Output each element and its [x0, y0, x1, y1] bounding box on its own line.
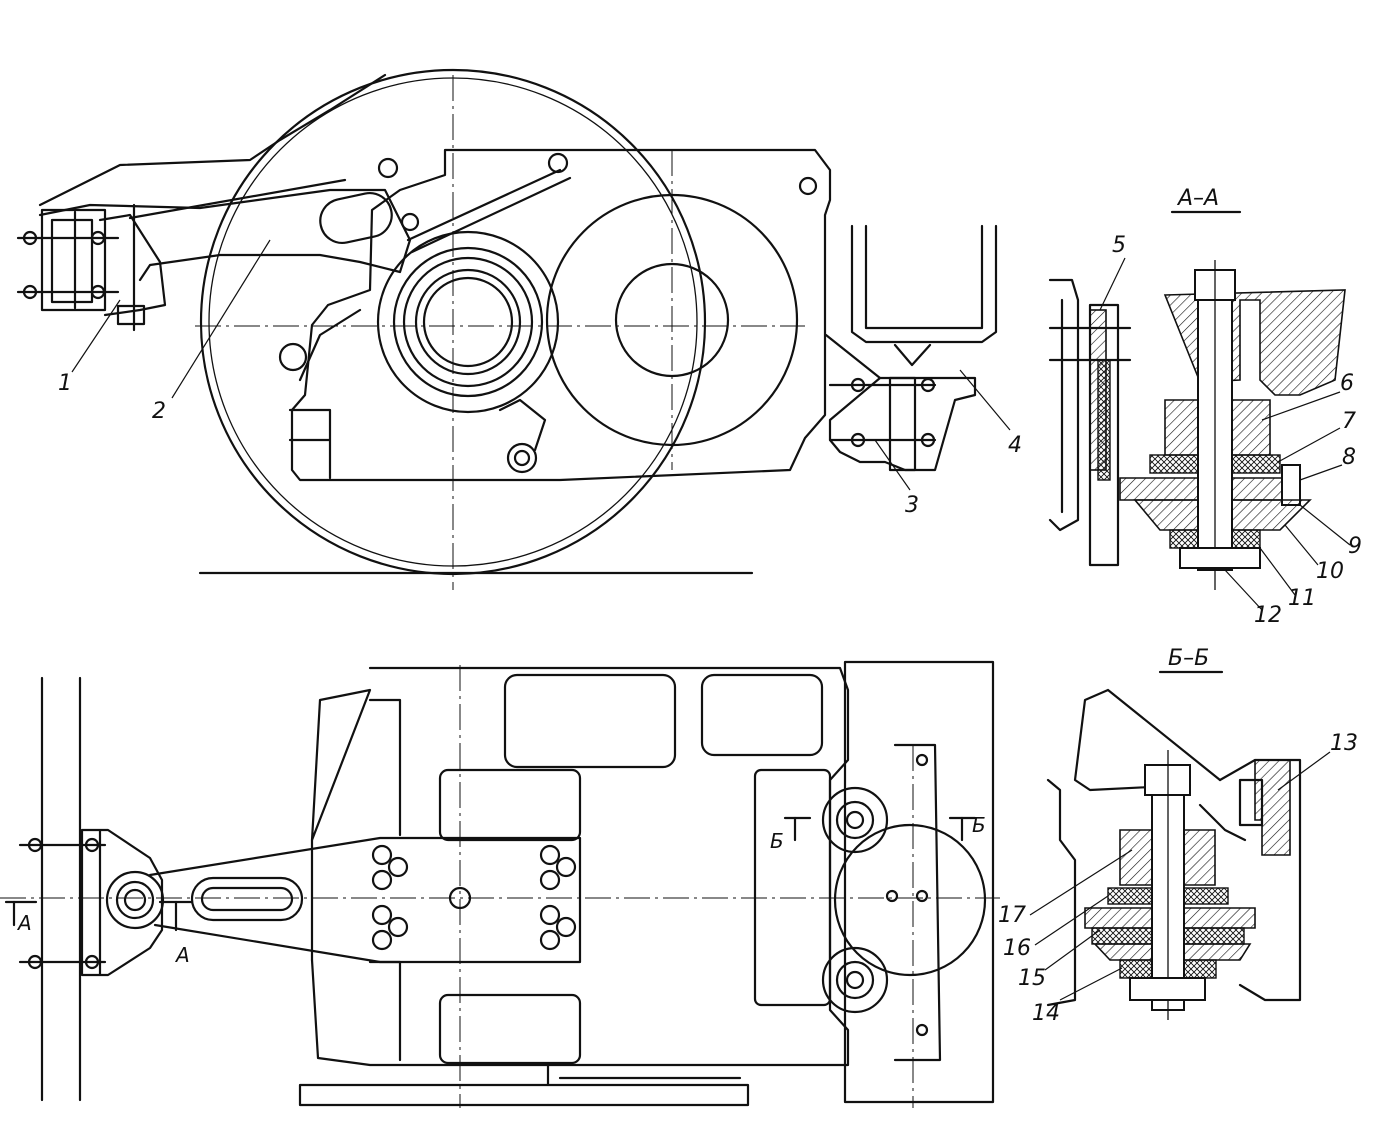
bogie-transom — [850, 224, 998, 344]
callout-13: 13 — [1330, 731, 1358, 756]
suspension-arm — [38, 73, 412, 282]
cut-mark-b-right: Б — [972, 813, 986, 837]
callout-6: 6 — [1340, 371, 1354, 396]
callout-10: 10 — [1316, 559, 1344, 584]
callout-8: 8 — [1342, 445, 1356, 470]
frame-bracket-1 — [40, 208, 167, 317]
gear-case-plan — [833, 823, 987, 977]
callout-14: 14 — [1032, 1001, 1060, 1026]
callout-2: 2 — [152, 399, 166, 424]
cut-mark-a-left: А — [16, 911, 32, 935]
callout-4: 4 — [1008, 433, 1022, 458]
callout-9: 9 — [1348, 534, 1362, 559]
callout-5: 5 — [1112, 233, 1126, 258]
frame-bracket-3 — [828, 376, 977, 472]
side-frame-beam — [40, 676, 82, 1102]
cut-mark-b-left: Б — [770, 829, 784, 853]
callout-1: 1 — [58, 371, 72, 396]
side-elevation-view: 1 2 3 4 — [16, 68, 1022, 590]
section-a-a: А–А — [1048, 186, 1362, 628]
section-b-b: Б–Б 13 14 15 16 17 — [998, 646, 1358, 1026]
callout-17: 17 — [998, 903, 1026, 928]
cut-mark-a-right: А — [174, 943, 190, 967]
callout-15: 15 — [1018, 966, 1046, 991]
callout-7: 7 — [1342, 409, 1356, 434]
plan-view: А А Б Б — [0, 660, 1000, 1108]
gear-case-circle — [545, 193, 799, 447]
callout-3: 3 — [905, 493, 919, 518]
callout-12: 12 — [1254, 603, 1282, 628]
motor-housing — [290, 148, 832, 482]
callout-16: 16 — [1003, 936, 1031, 961]
bolt-group-right — [539, 844, 577, 951]
callout-11: 11 — [1288, 586, 1316, 611]
section-label-a-a: А–А — [1176, 186, 1219, 211]
axle-bearing — [376, 230, 560, 414]
section-label-b-b: Б–Б — [1168, 646, 1209, 671]
bolt-group-left — [371, 844, 409, 951]
